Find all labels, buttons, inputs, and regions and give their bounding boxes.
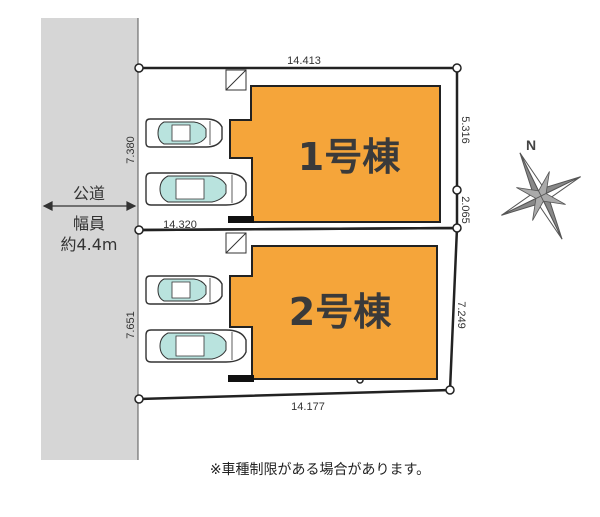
building-2-entrance — [228, 375, 254, 382]
parking-note: ※車種制限がある場合があります。 — [210, 461, 430, 478]
road-label-type: 公道 — [73, 184, 105, 203]
dimension-right-lower: 7.249 — [455, 301, 467, 329]
dimension-left-upper: 7.380 — [125, 136, 137, 164]
compass-rose-icon — [501, 152, 581, 240]
parking-car-2a — [145, 275, 223, 305]
dimension-left-lower: 7.651 — [125, 311, 137, 339]
parking-car-1b — [145, 172, 247, 206]
building-2-footprint — [229, 245, 438, 380]
dimension-right-upper: 5.316 — [459, 116, 471, 144]
building-2-porch — [225, 232, 247, 254]
building-2-label: 2号棟 — [289, 290, 392, 334]
dimension-middle: 14.320 — [163, 219, 197, 231]
building-1-label: 1号棟 — [298, 135, 401, 179]
road-width-arrow — [42, 201, 137, 211]
dimension-bottom: 14.177 — [291, 401, 325, 413]
road-label-width-title: 幅員 — [73, 214, 105, 233]
building-1-footprint — [229, 85, 441, 223]
parking-car-2b — [145, 329, 247, 363]
building-1-porch — [225, 69, 247, 91]
public-road — [41, 18, 138, 460]
boundary-markers — [134, 63, 462, 404]
plot-boundary — [138, 66, 459, 401]
parking-car-1a — [145, 118, 223, 148]
dimension-top: 14.413 — [287, 55, 321, 67]
compass-north-label: N — [526, 137, 536, 153]
dimension-right-middle: 2.065 — [459, 196, 471, 224]
road-label-width-value: 約4.4m — [60, 235, 117, 254]
building-1-entrance — [228, 216, 254, 223]
